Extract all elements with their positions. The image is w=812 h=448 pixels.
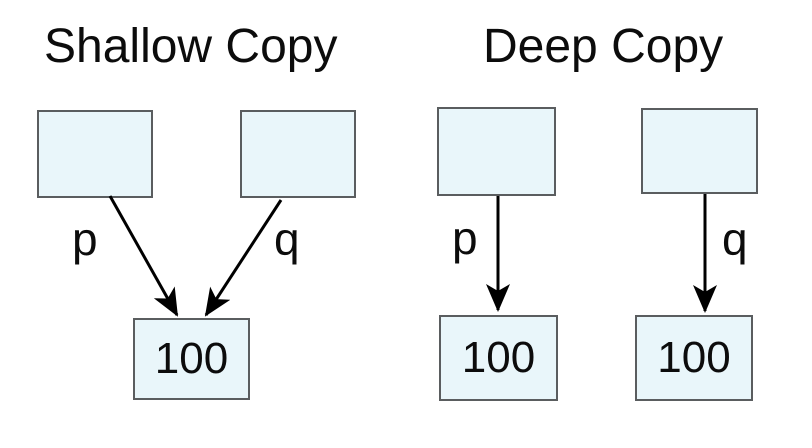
deep-value-p-box: 100 xyxy=(439,315,558,401)
deep-value-p: 100 xyxy=(461,333,536,382)
deep-copy-title: Deep Copy xyxy=(483,20,724,73)
shallow-shared-value-box: 100 xyxy=(133,318,250,400)
arrow-shallow-q-icon xyxy=(204,199,283,317)
deep-value-q-box: 100 xyxy=(635,315,753,401)
deep-value-q: 100 xyxy=(657,333,731,382)
shallow-pointer-q-label: q xyxy=(274,213,300,265)
shallow-copy-title: Shallow Copy xyxy=(44,20,338,73)
deep-pointer-p-box xyxy=(437,107,556,196)
deep-pointer-q-label: q xyxy=(722,213,748,265)
shallow-pointer-q-box xyxy=(240,110,356,198)
shallow-pointer-p-box xyxy=(37,110,153,198)
arrow-shallow-p-icon xyxy=(108,195,179,317)
shallow-shared-value: 100 xyxy=(154,334,229,383)
shallow-pointer-p-label: p xyxy=(72,213,98,265)
deep-pointer-q-box xyxy=(641,108,758,194)
deep-pointer-p-label: p xyxy=(452,212,478,264)
